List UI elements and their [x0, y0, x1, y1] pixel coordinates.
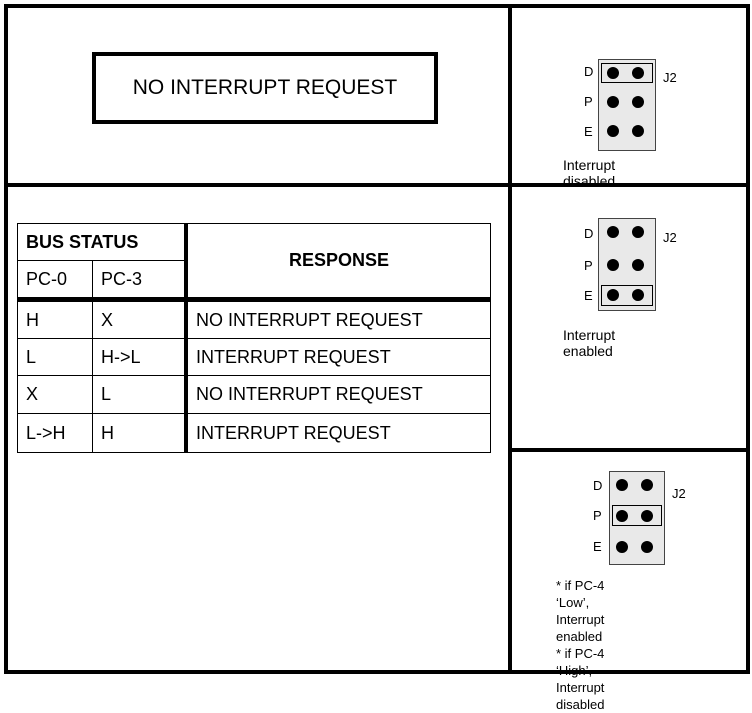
jumper-pin	[641, 541, 653, 553]
jumper-pin	[641, 510, 653, 522]
table-cell: X	[26, 384, 39, 404]
table-cell: INTERRUPT REQUEST	[196, 346, 391, 367]
outer-border-bottom	[4, 670, 750, 674]
table-cell: NO INTERRUPT REQUEST	[196, 384, 423, 404]
no-interrupt-request-label: NO INTERRUPT REQUEST	[132, 76, 398, 99]
outer-border-right	[746, 4, 750, 674]
note-line: * if PC-4 ‘High’,	[556, 646, 605, 678]
jumper-name: J2	[663, 230, 677, 245]
table-cell: INTERRUPT REQUEST	[196, 422, 391, 443]
jumper-shunt	[612, 505, 662, 526]
jumper-name: J2	[672, 486, 686, 501]
jumper-pin	[607, 289, 619, 301]
jumper-pin	[632, 67, 644, 79]
table-col-divider-1	[92, 260, 93, 453]
jumper-pin	[607, 96, 619, 108]
table-row-divider-2	[17, 375, 491, 376]
outer-border-top	[4, 4, 750, 8]
pin-label-p: P	[593, 508, 602, 523]
outer-border-left	[4, 4, 8, 674]
pin-label-p: P	[584, 94, 593, 109]
table-cell: L	[101, 384, 112, 404]
jumper-pin	[607, 259, 619, 271]
jumper-name: J2	[663, 70, 677, 85]
header-pc0: PC-0	[26, 268, 68, 289]
pin-label-d: D	[593, 478, 603, 493]
jumper-shunt	[601, 63, 653, 83]
header-pc3: PC-3	[101, 268, 143, 289]
table-cell: H	[26, 309, 39, 330]
pin-label-e: E	[584, 288, 593, 303]
table-cell: L->H	[26, 422, 66, 443]
column-divider	[508, 4, 512, 674]
table-cell: H->L	[101, 346, 141, 367]
jumper-pin	[607, 67, 619, 79]
jumper-pin	[607, 226, 619, 238]
jumper-pin	[632, 259, 644, 271]
header-bus-status: BUS STATUS	[26, 231, 139, 252]
table-cell: L	[26, 346, 37, 367]
jumper-pin	[632, 125, 644, 137]
table-border-top	[17, 223, 491, 224]
table-row-divider-1	[17, 338, 491, 339]
pin-label-p: P	[584, 258, 593, 273]
pin-label-e: E	[593, 539, 602, 554]
note-line: Interrupt enabled	[556, 612, 605, 644]
jumper-caption: Interrupt disabled	[563, 157, 616, 189]
jumper-pin	[632, 289, 644, 301]
header-response: RESPONSE	[288, 250, 390, 270]
pin-label-e: E	[584, 124, 593, 139]
jumper-pin	[632, 96, 644, 108]
table-row-divider-3	[17, 413, 491, 414]
jumper-pin	[616, 479, 628, 491]
table-border-bottom	[17, 452, 491, 453]
jumper-pin	[607, 125, 619, 137]
table-header-divider	[17, 297, 491, 302]
row-divider-main	[4, 183, 750, 187]
jumper-pin	[616, 510, 628, 522]
jumper-pin	[641, 479, 653, 491]
pin-label-d: D	[584, 226, 594, 241]
no-interrupt-request-box: NO INTERRUPT REQUEST	[92, 52, 438, 124]
jumper-pin	[632, 226, 644, 238]
pc4-note: * if PC-4 ‘Low’, Interrupt enabled * if …	[556, 577, 604, 713]
note-line: * if PC-4 ‘Low’,	[556, 578, 605, 610]
jumper-caption: Interrupt enabled	[563, 327, 616, 359]
pin-label-d: D	[584, 64, 594, 79]
table-cell: NO INTERRUPT REQUEST	[196, 309, 423, 330]
table-bus-status-divider	[17, 260, 185, 261]
jumper-shunt	[601, 285, 653, 306]
row-divider-right	[508, 448, 750, 452]
jumper-pin	[616, 541, 628, 553]
note-line: Interrupt disabled	[556, 680, 605, 712]
table-cell: H	[101, 422, 114, 443]
table-cell: X	[101, 309, 114, 330]
